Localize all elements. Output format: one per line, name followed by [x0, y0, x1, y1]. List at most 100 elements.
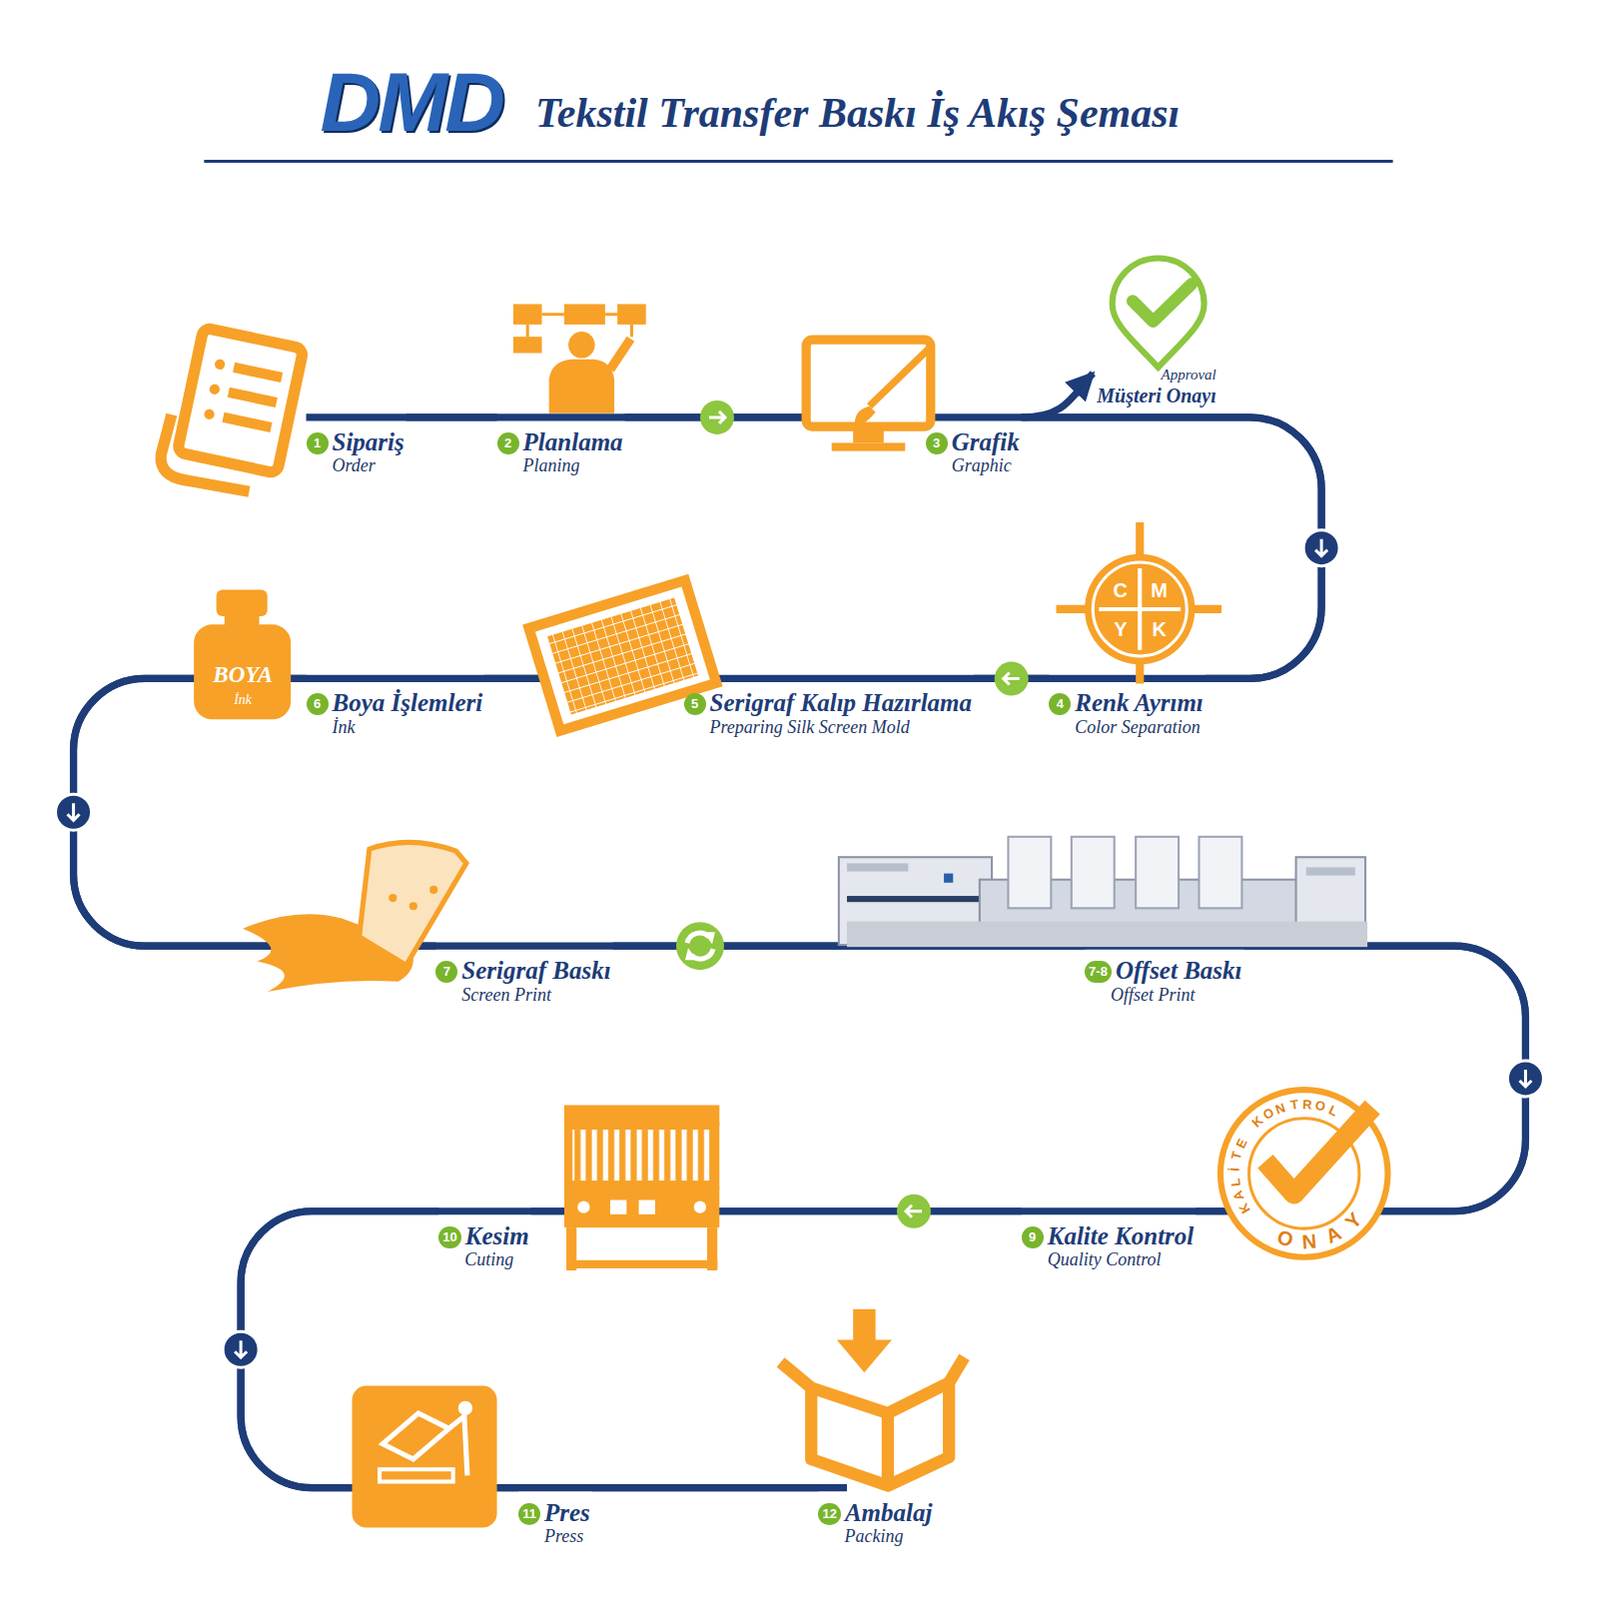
order-icon — [221, 412, 272, 433]
arrow-badge — [896, 1194, 931, 1229]
heat-press-icon — [351, 1385, 497, 1528]
stamp-letter: N — [1301, 1230, 1318, 1252]
cutting-machine — [566, 1260, 718, 1269]
step-number: 3 — [925, 432, 948, 455]
down-arrow — [67, 802, 80, 820]
approval-pin — [1132, 283, 1192, 322]
flow-line — [73, 417, 1527, 1489]
step-node: 7Serigraf BaskıScreen Print — [435, 943, 613, 1008]
order-icon — [208, 383, 221, 396]
step-number: 4 — [1048, 693, 1071, 716]
graphic-icon — [831, 442, 906, 451]
step-title: Kesim — [465, 1222, 530, 1250]
step-subtitle: Screen Print — [461, 984, 611, 1007]
offset-press — [838, 836, 1368, 947]
green-arrow — [905, 1205, 922, 1218]
step-subtitle: Planing — [523, 455, 624, 478]
packing-box — [781, 1357, 965, 1487]
offset-press — [1007, 836, 1051, 909]
heat-press-icon — [351, 1385, 497, 1528]
step-title: Serigraf Kalıp Hazırlama — [710, 689, 973, 717]
step-number: 12 — [817, 1503, 840, 1526]
cycle-head — [685, 947, 698, 960]
ink-bottle — [193, 590, 291, 721]
step-heading: 1Sipariş — [306, 428, 405, 457]
squeegee-icon — [242, 841, 467, 992]
cmyk-target — [1055, 522, 1222, 684]
step-heading: 3Grafik — [925, 428, 1020, 457]
step-subtitle: Press — [544, 1526, 591, 1549]
step-subtitle: Cuting — [464, 1249, 529, 1272]
heat-press-icon — [449, 1416, 468, 1476]
step-title: Pres — [544, 1499, 591, 1527]
order-icon — [202, 408, 215, 421]
step-subtitle: Packing — [843, 1526, 932, 1549]
cmyk-letter: C — [1113, 580, 1128, 601]
packing-box — [781, 1309, 965, 1487]
bottle-sublabel: İnk — [233, 693, 252, 708]
cmyk-target — [1084, 554, 1195, 665]
order-icon — [232, 362, 283, 383]
order-icon — [156, 324, 304, 499]
step-heading: 9Kalite Kontrol — [1021, 1222, 1195, 1251]
cycle-head — [703, 931, 716, 944]
cmyk-letter: M — [1150, 580, 1168, 601]
graphic-icon — [868, 346, 930, 406]
squeegee-icon — [388, 893, 397, 902]
cmyk-target — [1055, 522, 1222, 684]
squeegee-icon — [359, 841, 467, 965]
order-icon — [213, 358, 226, 371]
step-heading: 11Pres — [518, 1499, 591, 1528]
arrow-badge — [1303, 530, 1340, 567]
step-title: Sipariş — [332, 428, 405, 456]
screen-mold-icon — [529, 580, 718, 731]
step-title: Renk Ayrımı — [1074, 689, 1203, 717]
cutting-machine — [610, 1200, 627, 1215]
step-heading: 2Planlama — [497, 428, 624, 457]
arrow-badge — [700, 400, 735, 435]
step-number: 9 — [1021, 1226, 1044, 1249]
offset-press — [943, 873, 953, 883]
stamp-letter: R — [1302, 1097, 1313, 1111]
order-icon — [156, 414, 262, 495]
flow-connector — [1021, 417, 1340, 680]
connector-line — [592, 1484, 819, 1492]
down-badge — [1507, 1060, 1544, 1097]
cutting-machine — [568, 1125, 716, 1185]
step-title: Planlama — [523, 428, 624, 456]
green-badge — [896, 1194, 931, 1229]
ink-bottle — [193, 624, 291, 720]
packing-box — [852, 1309, 875, 1343]
planning-icon — [513, 303, 543, 324]
title-rule — [203, 159, 1393, 163]
step-title: Grafik — [951, 428, 1020, 456]
step-heading: 4Renk Ayrımı — [1048, 689, 1203, 718]
step-node: 5Serigraf Kalıp HazırlamaPreparing Silk … — [684, 676, 975, 741]
stamp-letter: T — [1289, 1097, 1300, 1112]
step-node: 7-8Offset BaskıOffset Print — [1084, 943, 1244, 1008]
step-node: 4Renk AyrımıColor Separation — [1048, 676, 1205, 741]
planning-icon — [513, 303, 647, 413]
ink-bottle — [216, 590, 268, 618]
step-subtitle: Offset Print — [1110, 984, 1242, 1007]
arrow-badge — [55, 794, 92, 830]
step-number: 10 — [438, 1226, 461, 1249]
cmyk-target — [1098, 568, 1181, 651]
step-node: 1SiparişOrder — [306, 415, 407, 480]
connector-line — [1021, 373, 1094, 418]
diagram-title: Tekstil Transfer Baskı İş Akış Şeması — [535, 89, 1180, 136]
step-node: 6Boya İşlemleriİnk — [306, 676, 486, 741]
cmyk-letter: Y — [1113, 619, 1127, 640]
down-arrow — [1315, 539, 1328, 557]
graphic-icon — [852, 428, 884, 443]
bottle-label: BOYA — [212, 663, 273, 687]
approval-title: Müşteri Onayı — [1096, 383, 1216, 408]
step-heading: 7Serigraf Baskı — [435, 956, 611, 985]
step-number: 2 — [497, 432, 520, 455]
title-rule — [203, 160, 1393, 162]
down-badge — [1303, 530, 1340, 567]
quality-stamp — [1265, 1107, 1373, 1195]
down-arrow — [1519, 1069, 1532, 1087]
